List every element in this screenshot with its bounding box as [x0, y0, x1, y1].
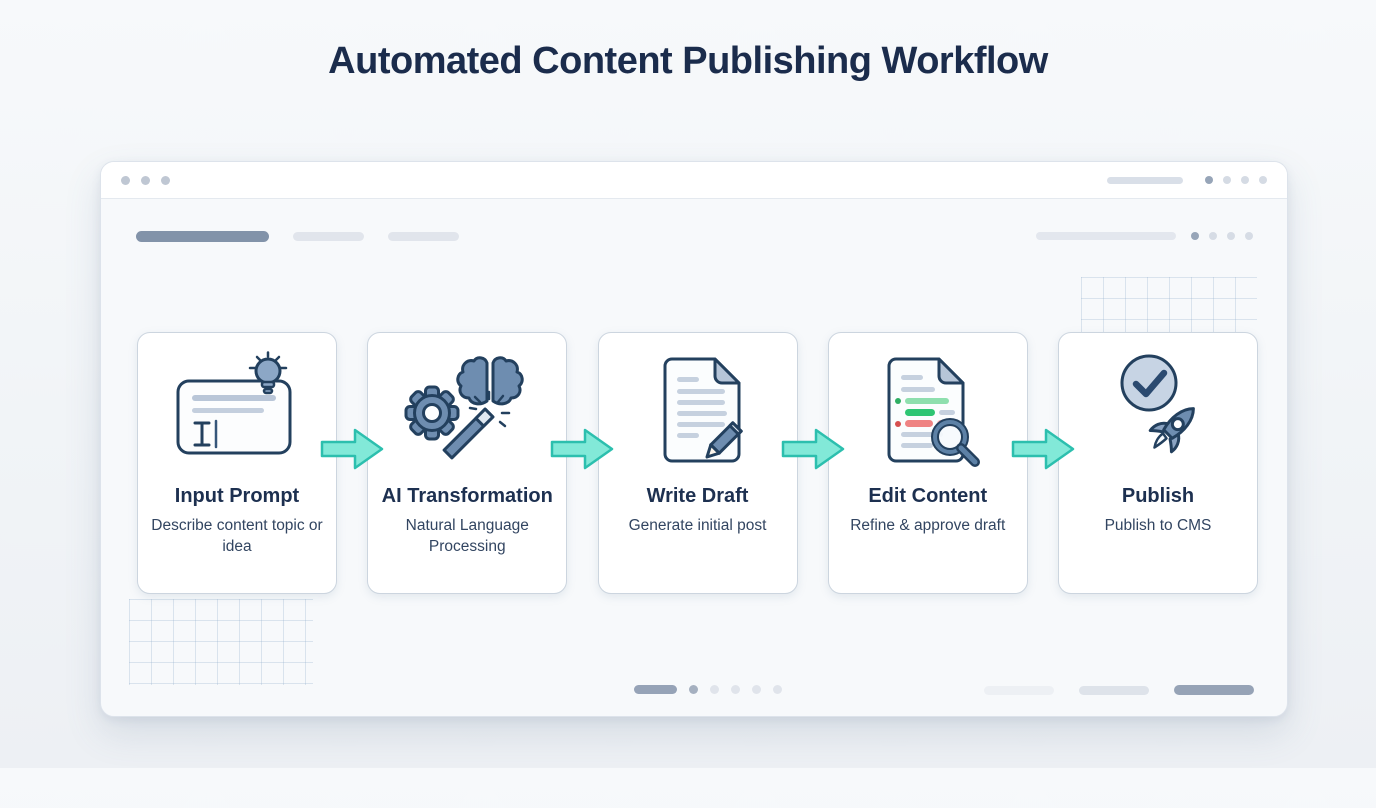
- indicator-dot-icon: [1209, 232, 1217, 240]
- window-dot-icon: [161, 175, 170, 185]
- step-title: Write Draft: [646, 485, 749, 507]
- step-title: Edit Content: [868, 485, 988, 507]
- footer-placeholder-bar: [1079, 685, 1149, 695]
- arrow-right-icon: [320, 428, 384, 470]
- indicator-dot-icon: [1259, 176, 1267, 184]
- indicator-dot-icon: [1191, 232, 1199, 240]
- write-draft-icon: [623, 337, 773, 485]
- titlebar-placeholder-bar: [1107, 176, 1183, 184]
- indicator-dot-icon: [1245, 232, 1253, 240]
- skeleton-nav-row: [101, 231, 1287, 243]
- window-dot-icon: [121, 175, 130, 185]
- footer-pager: [634, 685, 782, 694]
- skeleton-footer-row: [101, 685, 1287, 697]
- nav-placeholder-bar: [293, 232, 364, 241]
- publish-rocket-icon: [1083, 337, 1233, 485]
- step-subtitle: Natural Language Processing: [405, 517, 529, 555]
- workflow-step-card-ai-transformation: AI Transformation Natural Language Proce…: [367, 332, 568, 594]
- workflow-step-card-input-prompt: Input Prompt Describe content topic or i…: [137, 332, 337, 594]
- browser-titlebar: [101, 162, 1287, 199]
- pager-dot-icon: [773, 685, 782, 694]
- pager-dot-icon: [731, 685, 740, 694]
- indicator-dot-icon: [1223, 176, 1231, 184]
- arrow-right-icon: [550, 428, 614, 470]
- grid-decoration-bottom-left: [129, 599, 313, 685]
- step-title: Publish: [1121, 485, 1195, 507]
- pager-dot-icon: [710, 685, 719, 694]
- nav-placeholder-active: [136, 231, 269, 242]
- ai-transformation-icon: [392, 337, 542, 485]
- arrow-right-icon: [1011, 428, 1075, 470]
- browser-window: Input Prompt Describe content topic or i…: [100, 161, 1288, 717]
- step-title: AI Transformation: [381, 485, 553, 507]
- footer-placeholder-bar: [1174, 685, 1254, 695]
- grid-decoration-top-right: [1081, 277, 1257, 334]
- titlebar-right-group: [1107, 176, 1267, 184]
- indicator-dot-icon: [1205, 176, 1213, 184]
- nav-placeholder-bar: [1036, 232, 1176, 240]
- footer-right-group: [984, 685, 1254, 695]
- step-subtitle: Refine & approve draft: [850, 517, 1006, 534]
- nav-placeholder-bar: [388, 232, 459, 241]
- titlebar-indicator-dots: [1205, 176, 1267, 184]
- pager-dot-icon: [689, 685, 698, 694]
- step-subtitle: Generate initial post: [628, 517, 767, 534]
- edit-content-icon: [853, 337, 1003, 485]
- workflow-steps-row: Input Prompt Describe content topic or i…: [137, 332, 1258, 594]
- indicator-dot-icon: [1227, 232, 1235, 240]
- step-subtitle: Describe content topic or idea: [151, 517, 323, 555]
- page-title: Automated Content Publishing Workflow: [328, 40, 1048, 82]
- workflow-step-card-write-draft: Write Draft Generate initial post: [597, 332, 798, 594]
- footer-placeholder-bar: [984, 685, 1054, 695]
- indicator-dot-icon: [1241, 176, 1249, 184]
- workflow-step-card-edit-content: Edit Content Refine & approve draft: [827, 332, 1028, 594]
- input-prompt-icon: [162, 337, 312, 485]
- window-dot-icon: [141, 175, 150, 185]
- window-control-dots: [121, 175, 170, 185]
- workflow-step-card-publish: Publish Publish to CMS: [1058, 332, 1258, 594]
- arrow-right-icon: [781, 428, 845, 470]
- pager-active-bar: [634, 685, 677, 694]
- nav-indicator-dots: [1191, 232, 1253, 240]
- pager-dot-icon: [752, 685, 761, 694]
- step-title: Input Prompt: [174, 485, 300, 507]
- step-subtitle: Publish to CMS: [1104, 517, 1212, 534]
